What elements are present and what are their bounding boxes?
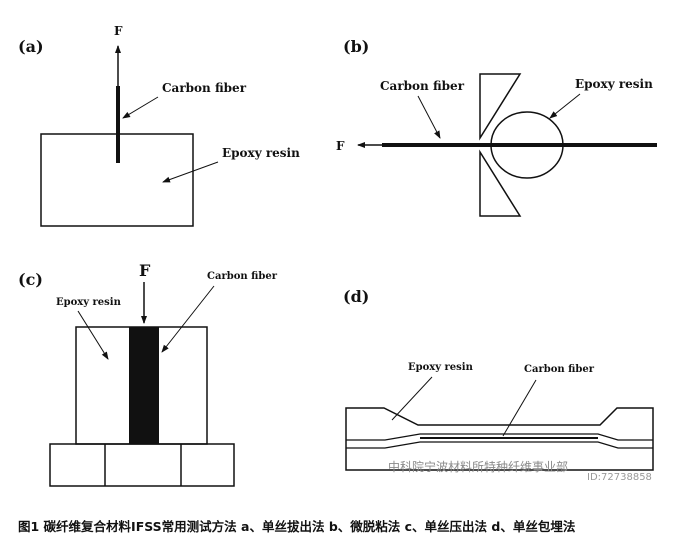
panel-c-resin-label: Epoxy resin xyxy=(56,297,122,308)
panel-c-tag: (c) xyxy=(18,270,43,289)
panel-a-resin-leader xyxy=(162,161,219,183)
panel-d-fiber-label: Carbon fiber xyxy=(524,364,595,375)
panel-b-tag: (b) xyxy=(343,37,369,56)
panel-c-fiber-leader xyxy=(161,285,215,353)
panel-b-resin-label: Epoxy resin xyxy=(575,77,653,91)
panel-a: (a) F Carbon fiber Epoxy resin xyxy=(18,24,300,227)
panel-b-fiber-leader xyxy=(417,95,441,139)
panel-c-force-label: F xyxy=(139,261,151,280)
panel-d: (d) Epoxy resin Carbon fiber xyxy=(343,287,654,471)
panel-d-fiber-leader xyxy=(502,379,537,437)
panel-d-resin-label: Epoxy resin xyxy=(408,362,474,373)
panel-a-resin-label: Epoxy resin xyxy=(222,146,300,160)
panel-a-tag: (a) xyxy=(18,37,44,56)
panel-c-fiber-label: Carbon fiber xyxy=(207,271,278,282)
panel-b-force-label: F xyxy=(336,139,345,153)
watermark-text: 中科院宁波材料所特种纤维事业部 xyxy=(388,460,569,474)
figure-caption: 图1 碳纤维复合材料IFSS常用测试方法 a、单丝拔出法 b、微脱粘法 c、单丝… xyxy=(18,519,576,534)
panel-a-fiber-label: Carbon fiber xyxy=(162,81,247,95)
panel-b: (b) F Carbon fiber Epoxy resin xyxy=(336,37,657,217)
panel-c-resin-leader xyxy=(77,310,109,360)
panel-b-resin-leader xyxy=(549,93,581,119)
panel-c-support xyxy=(49,443,235,487)
panel-b-upper-blade xyxy=(479,73,522,141)
panel-d-resin-leader xyxy=(391,376,433,421)
panel-d-tag: (d) xyxy=(343,287,369,306)
panel-a-force-label: F xyxy=(114,24,123,38)
panel-c: (c) F Carbon fiber Epoxy resin xyxy=(18,261,278,487)
panel-b-fiber-label: Carbon fiber xyxy=(380,79,465,93)
panel-b-lower-blade xyxy=(479,149,522,217)
panel-d-dogbone xyxy=(345,407,654,471)
panel-d-inner-lower xyxy=(346,441,653,449)
panel-c-fiber xyxy=(129,327,159,444)
panel-d-inner-upper xyxy=(346,433,653,441)
watermark-id: ID:72738858 xyxy=(587,472,652,483)
panel-a-fiber-leader xyxy=(122,96,159,119)
